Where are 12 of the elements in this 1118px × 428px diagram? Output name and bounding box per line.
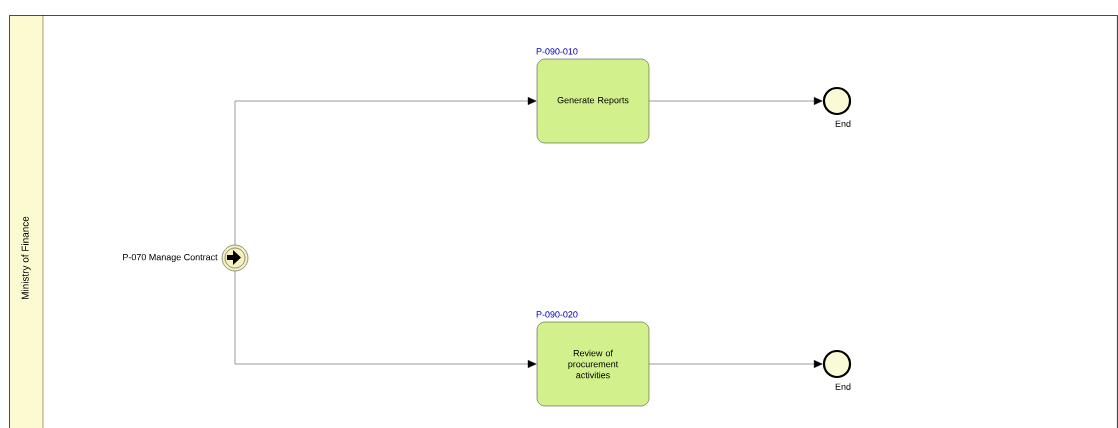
arrow [649,360,823,368]
arrow [649,97,823,105]
event-label: P-070 Manage Contract [123,253,218,263]
event-label: End [835,120,851,127]
task-box: Review of procurement activities [536,321,650,407]
lane-title: Ministry of Finance [21,216,31,299]
event-label: End [835,383,851,390]
arrow [234,271,537,368]
task-box: Generate Reports [536,58,650,144]
task-id: P-090-010 [536,48,578,55]
task-id: P-090-020 [536,311,578,318]
arrow [234,97,537,245]
